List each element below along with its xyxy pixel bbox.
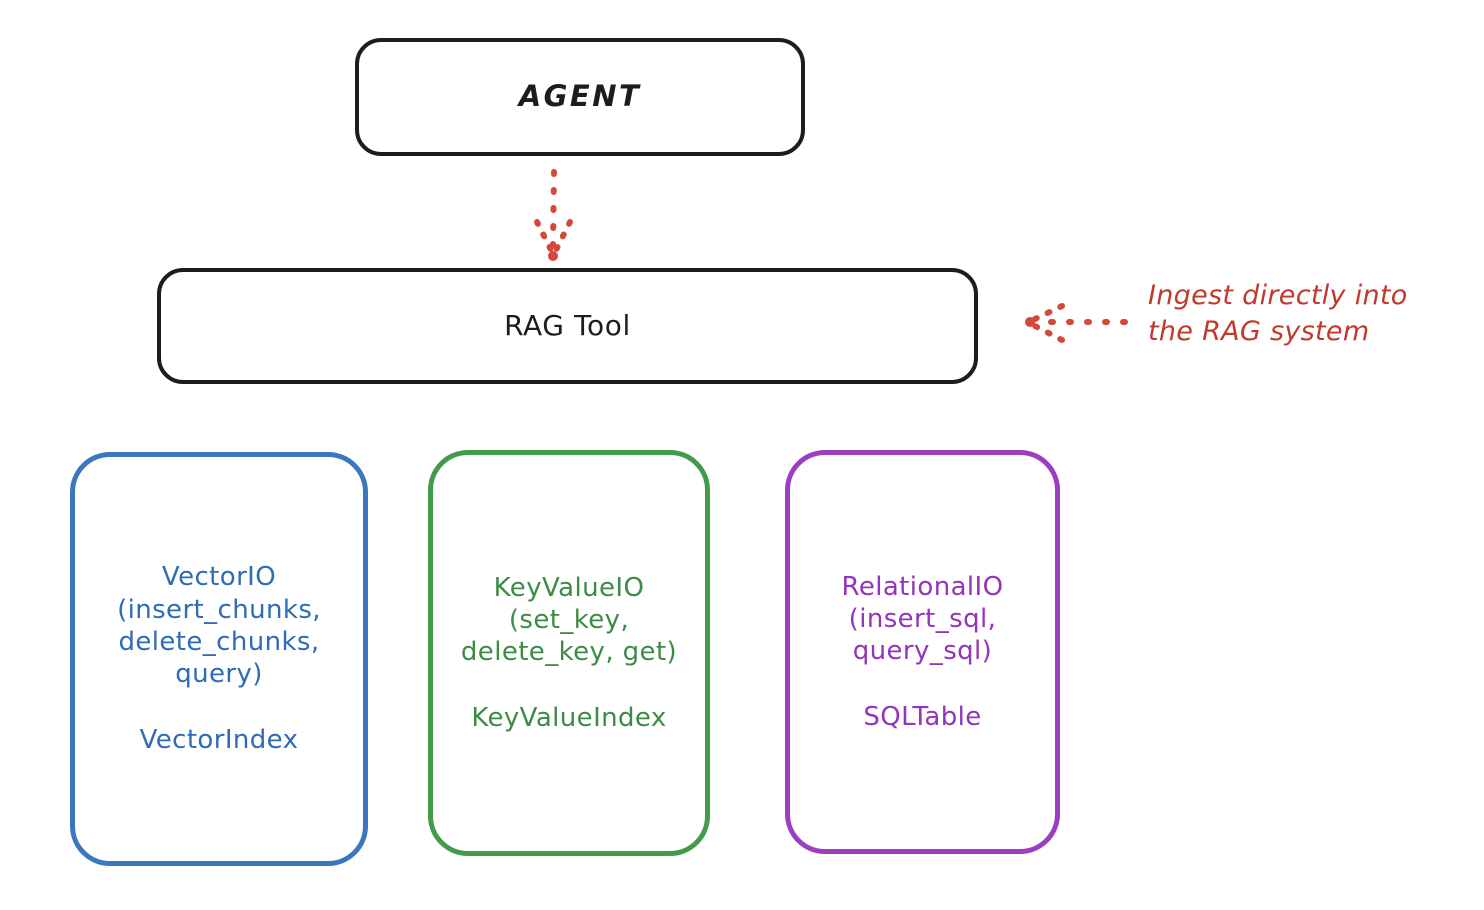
key-value-io-node[interactable]: KeyValueIO (set_key, delete_key, get) Ke… xyxy=(428,450,710,856)
sql-table-label: SQLTable xyxy=(863,702,982,733)
ingest-annotation-text: Ingest directly into the RAG system xyxy=(1148,280,1408,348)
agent-node[interactable]: AGENT xyxy=(355,38,805,156)
connector-agent-to-rag-tool xyxy=(534,169,573,261)
rag-tool-node-label: RAG Tool xyxy=(504,308,631,342)
relational-io-node[interactable]: RelationalIO (insert_sql, query_sql) SQL… xyxy=(785,450,1060,854)
vector-io-api-label: VectorIO (insert_chunks, delete_chunks, … xyxy=(117,562,321,690)
agent-node-label: AGENT xyxy=(518,79,642,114)
vector-io-node[interactable]: VectorIO (insert_chunks, delete_chunks, … xyxy=(70,452,368,866)
rag-tool-node[interactable]: RAG Tool xyxy=(157,268,978,384)
key-value-index-label: KeyValueIndex xyxy=(471,703,667,734)
key-value-io-api-label: KeyValueIO (set_key, delete_key, get) xyxy=(460,572,678,667)
connector-ingest-to-rag-tool xyxy=(1025,303,1128,343)
relational-io-api-label: RelationalIO (insert_sql, query_sql) xyxy=(841,571,1004,666)
vector-index-label: VectorIndex xyxy=(139,725,299,756)
